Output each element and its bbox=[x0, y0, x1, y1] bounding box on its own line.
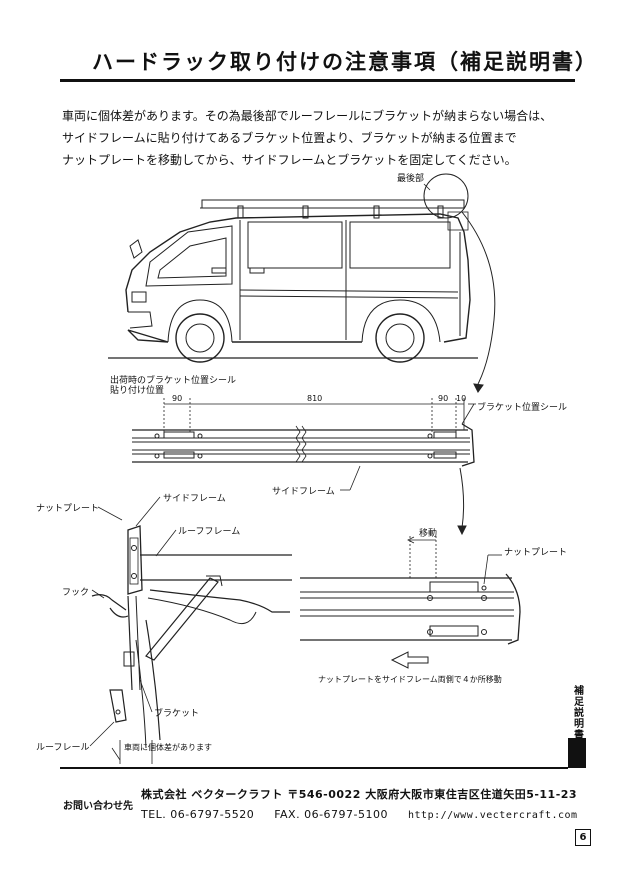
rearmost-label: 最後部 bbox=[397, 174, 425, 184]
contact-line: TEL. 06-6797-5520 FAX. 06-6797-5100 http… bbox=[141, 808, 578, 821]
tel-number: 06-6797-5520 bbox=[170, 808, 255, 821]
fax-label: FAX. bbox=[274, 808, 301, 821]
fax-number: 06-6797-5100 bbox=[304, 808, 389, 821]
vehicle-variance-label: 車両に個体差があります bbox=[124, 743, 212, 752]
shipping-sticker-label-1: 出荷時のブラケット位置シール bbox=[110, 376, 237, 386]
side-frame-mid-label: サイドフレーム bbox=[272, 487, 335, 497]
website-link[interactable]: http://www.vectercraft.com bbox=[408, 810, 578, 821]
footer-rule bbox=[60, 767, 568, 769]
roof-frame-label: ルーフフレーム bbox=[178, 527, 241, 537]
page-number: 6 bbox=[575, 829, 591, 846]
nut-plate-detail bbox=[300, 573, 521, 645]
bracket-label: ブラケット bbox=[154, 709, 200, 719]
dim-90-right: 90 bbox=[438, 394, 449, 403]
move-instruction-label: ナットプレートをサイドフレーム両側で４か所移動 bbox=[318, 675, 502, 684]
intro-line-3: ナットプレートを移動してから、サイドフレームとブラケットを固定してください。 bbox=[62, 153, 517, 167]
dim-10: 10 bbox=[456, 394, 467, 403]
tel-label: TEL. bbox=[141, 808, 167, 821]
cross-section-diagram bbox=[91, 525, 292, 749]
hook-label: フック bbox=[62, 588, 90, 598]
intro-line-2: サイドフレームに貼り付けてあるブラケット位置より、ブラケットが納まる位置まで bbox=[62, 131, 517, 145]
title-underline bbox=[60, 79, 575, 82]
page-title: ハードラック取り付けの注意事項（補足説明書） bbox=[92, 50, 598, 74]
van-illustration bbox=[108, 199, 478, 363]
roof-rail-label: ルーフレール bbox=[36, 743, 90, 753]
intro-line-1: 車両に個体差があります。その為最後部でルーフレールにブラケットが納まらない場合は… bbox=[62, 109, 553, 123]
inquiry-label: お問い合わせ先 bbox=[63, 801, 133, 812]
company-address: 株式会社 ベクタークラフト 〒546-0022 大阪府大阪市東住吉区住道矢田5-… bbox=[141, 788, 578, 801]
move-label: 移動 bbox=[419, 529, 438, 539]
shipping-sticker-label-2: 貼り付け位置 bbox=[110, 386, 165, 396]
bracket-sticker-label: ブラケット位置シール bbox=[477, 403, 568, 413]
dim-90-left: 90 bbox=[172, 394, 183, 403]
side-tab-label: 補足説明書 bbox=[574, 686, 584, 741]
dim-810: 810 bbox=[307, 394, 323, 403]
side-frame-strip bbox=[132, 423, 475, 467]
side-tab-marker bbox=[568, 738, 586, 768]
nut-plate-left-label: ナットプレート bbox=[36, 504, 100, 514]
side-frame-top-label: サイドフレーム bbox=[163, 494, 226, 504]
nut-plate-right-label: ナットプレート bbox=[504, 548, 568, 558]
